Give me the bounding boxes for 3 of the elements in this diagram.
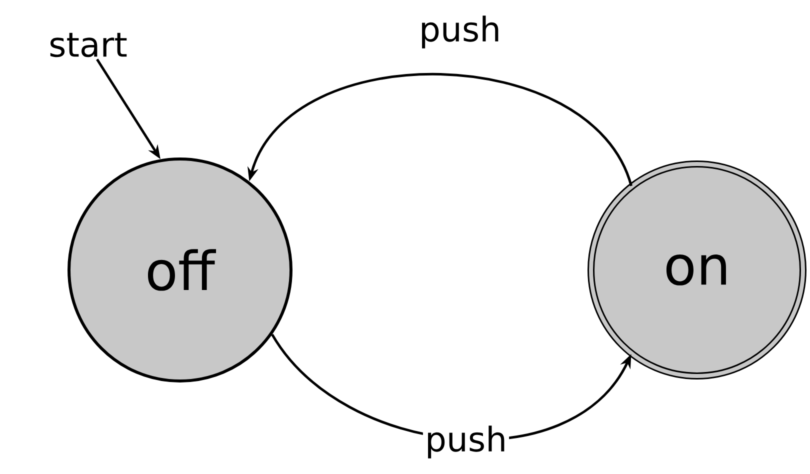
edge-label: push — [422, 424, 510, 460]
start-label: start — [50, 32, 127, 58]
edge-label: push — [416, 14, 504, 50]
